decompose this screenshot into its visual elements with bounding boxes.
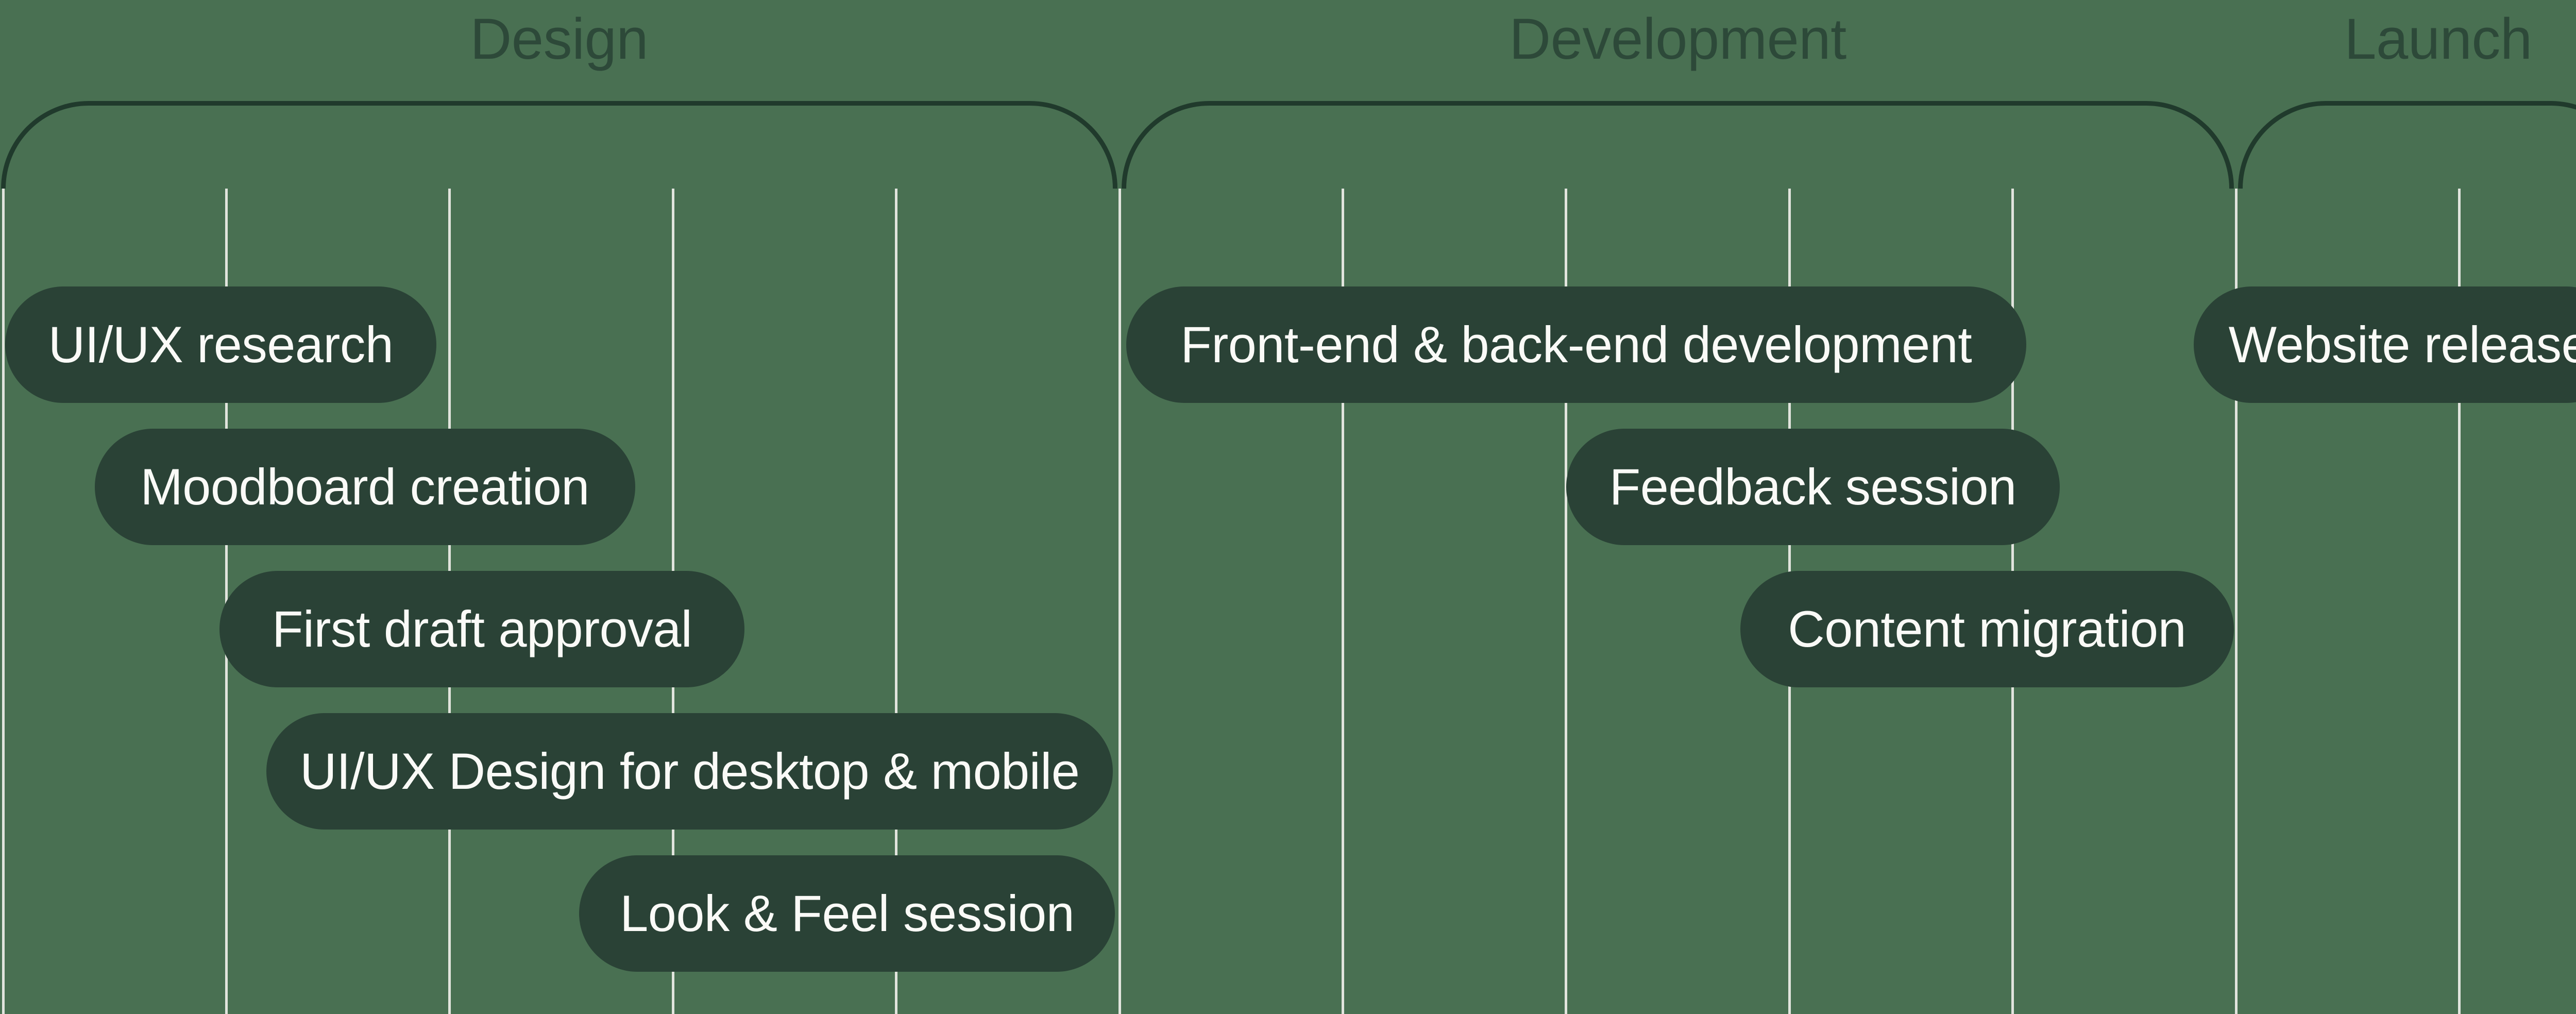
- gridline-8: [1565, 189, 1568, 1014]
- phase-header-design: Design: [470, 6, 649, 71]
- task-pill-ui-ux-research[interactable]: UI/UX research: [5, 286, 436, 403]
- task-pill-website-release[interactable]: Website release: [2193, 286, 2576, 403]
- task-pill-first-draft-approval[interactable]: First draft approval: [219, 571, 744, 687]
- phase-header-launch: Launch: [2344, 6, 2532, 71]
- gridline-6: [1118, 189, 1121, 1014]
- task-pill-look-feel-session[interactable]: Look & Feel session: [579, 855, 1115, 972]
- gridline-7: [1341, 189, 1344, 1014]
- gridline-5: [895, 189, 898, 1014]
- phase-bracket-launch: [2238, 101, 2576, 189]
- gridline-11: [2234, 189, 2238, 1014]
- phase-bracket-design: [1, 101, 1117, 189]
- gridline-1: [2, 189, 5, 1014]
- task-pill-feedback-session[interactable]: Feedback session: [1566, 429, 2060, 545]
- gridline-12: [2458, 189, 2461, 1014]
- task-pill-content-migration[interactable]: Content migration: [1740, 571, 2234, 687]
- task-pill-moodboard-creation[interactable]: Moodboard creation: [94, 429, 635, 545]
- phase-header-development: Development: [1509, 6, 1846, 71]
- task-pill-ui-ux-design-for-desktop-mobile[interactable]: UI/UX Design for desktop & mobile: [266, 713, 1113, 830]
- phase-bracket-development: [1122, 101, 2234, 189]
- task-pill-front-end-back-end-development[interactable]: Front-end & back-end development: [1126, 286, 2026, 403]
